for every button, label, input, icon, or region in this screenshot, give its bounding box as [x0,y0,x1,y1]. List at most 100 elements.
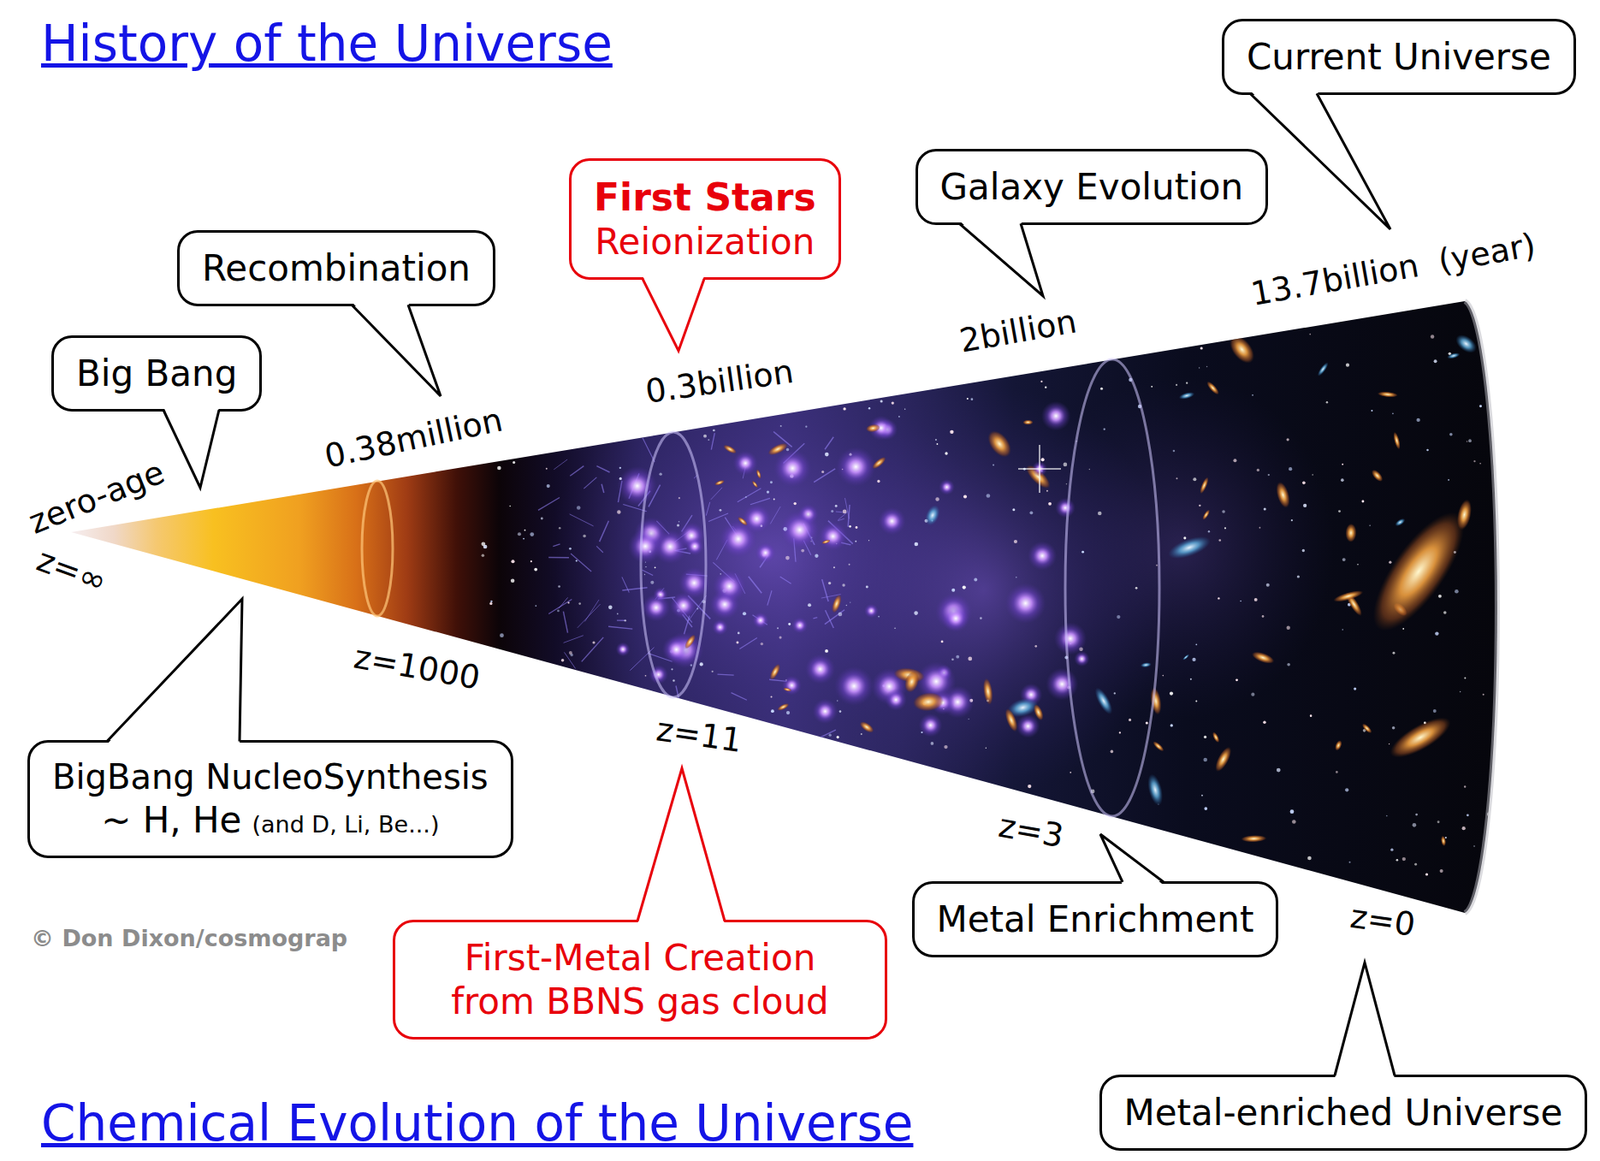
galaxy-shape [981,677,995,706]
cosmic-filament [748,576,762,593]
star-dot [1254,598,1258,602]
cosmic-filament [811,729,836,741]
star-dot [1089,468,1091,470]
cosmic-filament [705,502,710,516]
star-dot [1370,409,1373,412]
star-dot [780,425,783,427]
cosmic-filament [616,620,626,622]
star-dot [829,734,832,737]
star-dot [855,526,859,529]
callout-bubble: Metal Enrichment [912,881,1280,958]
galaxy-shape [865,423,881,434]
star-dot [967,718,969,720]
cosmic-filament [558,597,568,609]
star-dot [985,746,987,748]
star-dot [770,480,773,484]
star-dot [1462,826,1466,830]
star-dot [1396,859,1399,862]
star-dot [1195,699,1198,702]
cosmic-filament [822,579,829,602]
star-dot [786,711,790,715]
galaxy-shape [1315,361,1331,379]
star-dot [1349,861,1352,864]
text-row: Galaxy Evolution [940,165,1245,209]
star-dot [1263,507,1267,510]
diagram-title: History of the Universe [41,15,613,73]
star-dot [935,438,937,441]
star-dot [557,610,560,613]
cosmic-filament [583,477,597,489]
star-dot [1416,418,1420,422]
star-dot [616,509,621,514]
star-dot [967,657,972,662]
cosmic-filament [780,576,792,584]
galaxy-shape [821,539,832,546]
star-dot [1013,539,1018,544]
star-dot [719,509,723,512]
star-dot [509,505,511,508]
first-star-glow [805,653,836,684]
star-dot [1097,511,1103,516]
first-star-glow [712,569,747,604]
star-dot [1114,692,1116,694]
star-dot [1251,394,1254,397]
bubble-tail-fill [163,407,220,488]
first-star-glow [877,507,906,535]
first-star-glow [1054,497,1075,518]
star-dot [568,651,573,655]
star-dot [1203,735,1207,739]
callout-text: ~ H, He [100,798,242,842]
star-dot [1110,750,1115,754]
star-dot [1185,381,1188,384]
spiral-galaxy [1384,710,1456,765]
cosmic-filament [835,510,843,513]
first-star-glow [773,449,812,487]
galaxy-shape [829,593,844,615]
star-dot [1170,723,1174,727]
first-star-glow [918,713,943,738]
galaxy-shape [1031,702,1046,722]
star-dot [1202,758,1208,763]
cosmic-filament [711,432,715,451]
cosmic-filament [731,693,747,701]
galaxy-shape [751,480,760,490]
star-dot [1402,628,1405,630]
star-dot [1437,820,1440,824]
star-dot [1041,457,1045,462]
first-star-glow [628,528,663,563]
star-dot [1218,539,1221,542]
star-dot [805,426,807,428]
star-dot [489,602,492,605]
star-dot [1183,536,1186,540]
star-dot [524,529,527,532]
star-dot [1063,462,1068,468]
galaxy-shape [1144,772,1166,808]
star-dot [608,605,613,611]
callout-text: (and D, Li, Be...) [251,811,439,840]
star-dot [1276,768,1281,773]
star-dot [971,397,974,401]
cosmic-filament [569,514,594,527]
bubble-tail-outline [163,409,220,488]
galaxy-shape [713,479,725,487]
star-dot [1345,788,1349,792]
star-dot [966,397,969,400]
star-dot [1388,561,1392,564]
galaxy-shape [767,662,783,682]
star-dot [707,438,710,441]
star-dot [992,464,995,467]
galaxy-shape [766,440,790,458]
star-dot [1297,574,1300,578]
star-dot [1173,450,1176,453]
diagram-caption: Chemical Evolution of the Universe [41,1095,913,1153]
star-dot [868,539,870,541]
galaxy-shape [1197,475,1210,495]
epoch-ring [640,432,706,698]
star-dot [1268,474,1270,476]
star-dot [1069,771,1072,774]
cosmic-filament [553,459,568,470]
cosmic-filament [548,557,569,559]
text-row: Big Bang [76,351,238,396]
star-dot [1034,645,1038,648]
star-dot [1341,463,1344,466]
